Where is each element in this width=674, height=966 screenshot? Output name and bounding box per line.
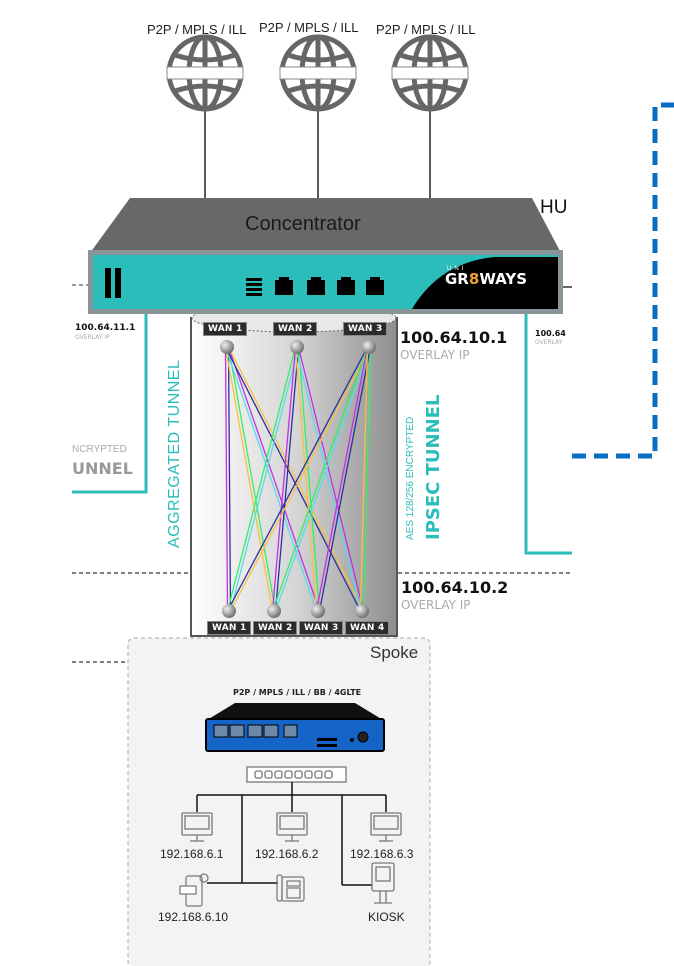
brand-panel [412,257,558,309]
hub-right-ip: 100.64.10.1 [400,328,508,347]
tunnel-link [227,346,321,612]
tunnel-link [318,346,372,612]
hub-wan-3: WAN 3 [343,322,388,336]
client-label-3: 192.168.6.3 [350,847,414,861]
tunnel-link [271,346,369,612]
brand-name-left: GR [445,270,469,288]
tunnel-link [274,346,300,612]
hub-right-ip-sub: OVERLAY IP [400,348,470,362]
port-status-icon [246,278,262,296]
hub-wan-2: WAN 2 [273,322,318,336]
phone-icon [276,874,305,902]
client-label-1: 192.168.6.1 [160,847,224,861]
hub-wan-node [290,340,304,354]
tunnel-link [226,346,369,612]
left-tunnel-title: UNNEL [72,459,133,478]
tunnel-link [227,346,277,612]
desktop-icon [276,812,308,842]
client-label-2: 192.168.6.2 [255,847,319,861]
hub-label: HU [540,197,568,218]
spoke-ip: 100.64.10.2 [401,578,509,597]
hub-wan-node [220,340,234,354]
tunnel-link [227,346,365,612]
tunnel-link [224,346,318,612]
tunnel-link [294,346,362,612]
brand-logo: UNI GR8WAYS [445,266,527,288]
spoke-wan-3: WAN 3 [299,621,344,635]
wan-cloud-label-2: P2P / MPLS / ILL [259,20,359,35]
hub-left-ip-sub: OVERLAY IP [75,334,110,341]
tunnel-link [294,346,318,612]
tunnel-link [227,346,232,612]
globe-icon [166,34,244,112]
spoke-device-caption: P2P / MPLS / ILL / BB / 4GLTE [233,688,362,697]
blue-dashed-link [572,102,674,459]
lan-tree [196,782,387,886]
wan-cloud-label-3: P2P / MPLS / ILL [376,22,476,37]
spoke-ip-sub: OVERLAY IP [401,598,471,612]
ipsec-tunnel-label: IPSEC TUNNEL [423,394,444,540]
hub-wan-node [362,340,376,354]
spoke-wan-node [222,604,236,618]
tunnel-link [271,346,297,612]
aggregated-tunnel-label: AGGREGATED TUNNEL [166,359,183,548]
spoke-wan-node [311,604,325,618]
wan-cloud-label-1: P2P / MPLS / ILL [147,22,247,37]
kiosk-icon [371,862,395,904]
brand-infinity-icon: 8 [468,270,480,288]
ethernet-port-icon [275,277,384,295]
tunnel-mesh [220,340,376,618]
tunnel-link [359,346,369,612]
spoke-wan-2: WAN 2 [253,621,298,635]
device-title: Concentrator [245,213,361,235]
spoke-wan-node [267,604,281,618]
hub-left-ip: 100.64.11.1 [75,323,136,333]
pos-terminal-icon [179,873,209,907]
globe-icon [391,34,469,112]
hub-wan-1: WAN 1 [203,322,248,336]
desktop-icon [181,812,213,842]
spoke-device-top [207,703,383,720]
spoke-wan-4: WAN 4 [345,621,390,635]
tunnel-link [224,346,274,612]
client-label-pos: 192.168.6.10 [158,910,229,924]
tunnel-link [315,346,369,612]
spoke-label: Spoke [370,643,419,662]
tunnel-link [229,346,372,612]
client-label-kiosk: KIOSK [368,910,405,924]
globe-icon [279,34,357,112]
far-right-ip: 100.64 [535,329,566,338]
desktop-icon [370,812,402,842]
tunnel-link [224,346,229,612]
tunnel-link [297,346,365,612]
concentrator-top [90,198,561,253]
tunnel-link [297,346,321,612]
far-right-ip-sub: OVERLAY [535,339,563,346]
teal-right-tunnel-line [524,310,572,555]
teal-left-tunnel-line [72,310,148,494]
left-tunnel-encryption: NCRYPTED [72,444,127,455]
spoke-wan-1: WAN 1 [207,621,252,635]
tunnel-link [362,346,372,612]
ipsec-encryption-label: AES 128/256 ENCRYPTED [405,416,416,540]
brand-name-right: WAYS [479,270,528,288]
tunnel-link [224,346,362,612]
tunnel-link [226,346,297,612]
brand-prefix: UNI [447,266,467,272]
spoke-wan-node [355,604,369,618]
tunnel-link [274,346,372,612]
tunnel-link [229,346,300,612]
